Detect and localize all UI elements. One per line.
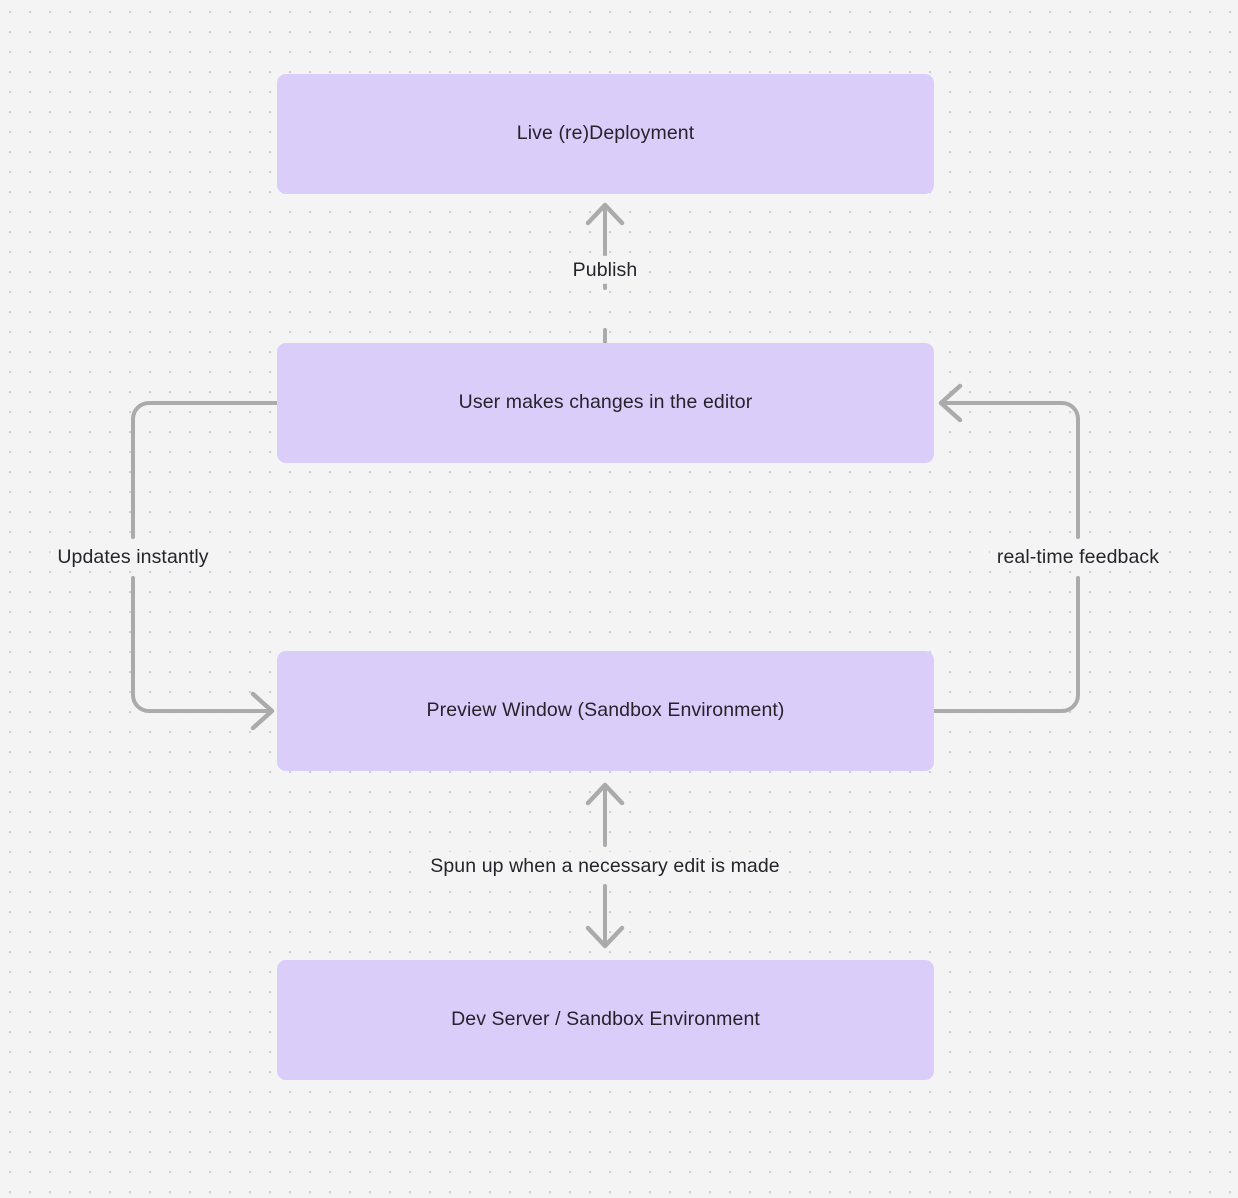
arrowhead-right-updates xyxy=(250,691,275,731)
node-label-user-edits: User makes changes in the editor xyxy=(458,391,753,414)
arrowhead-up-spunup xyxy=(585,782,625,806)
edge-feedback-upper-segment xyxy=(943,401,1080,539)
edge-label-real-time-feedback: real-time feedback xyxy=(989,542,1167,572)
node-label-dev-server: Dev Server / Sandbox Environment xyxy=(451,1008,760,1031)
node-preview-window[interactable]: Preview Window (Sandbox Environment) xyxy=(277,651,934,771)
node-dev-server[interactable]: Dev Server / Sandbox Environment xyxy=(277,960,934,1080)
edge-feedback-lower-segment xyxy=(932,576,1080,713)
node-user-edits[interactable]: User makes changes in the editor xyxy=(277,343,934,463)
node-label-preview-window: Preview Window (Sandbox Environment) xyxy=(426,699,785,722)
edge-label-updates-instantly: Updates instantly xyxy=(50,542,216,572)
edge-label-publish: Publish xyxy=(565,255,645,285)
node-label-live-deployment: Live (re)Deployment xyxy=(516,122,695,145)
node-live-deployment[interactable]: Live (re)Deployment xyxy=(277,74,934,194)
arrowhead-left-feedback xyxy=(938,383,963,423)
edge-updates-lower-segment xyxy=(131,576,270,713)
edge-updates-upper-segment xyxy=(131,401,279,539)
arrowhead-up-publish xyxy=(585,202,625,226)
arrowhead-down-spunup xyxy=(585,925,625,949)
edge-label-spun-up: Spun up when a necessary edit is made xyxy=(423,851,787,881)
